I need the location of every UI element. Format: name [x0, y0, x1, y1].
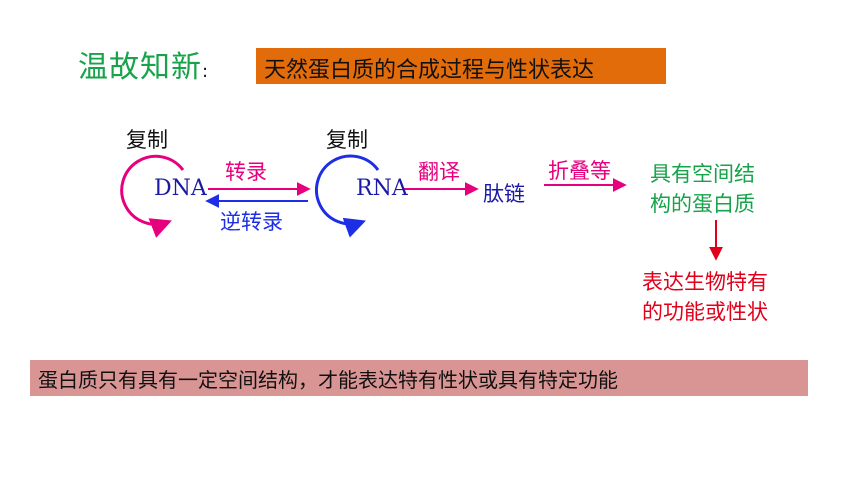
- topic-text: 天然蛋白质的合成过程与性状表达: [264, 58, 595, 83]
- topic-banner: [256, 48, 666, 84]
- rna-replication-label: 复制: [326, 128, 368, 152]
- transcription-label: 转录: [225, 160, 267, 184]
- folding-label: 折叠等: [548, 159, 611, 183]
- translation-label: 翻译: [418, 160, 460, 184]
- review-title: 温故知新:: [78, 42, 209, 86]
- review-title-colon: :: [202, 61, 210, 82]
- rna-replication-loop: [315, 154, 380, 238]
- protein-label-line2: 构的蛋白质: [650, 192, 755, 216]
- protein-label-line1: 具有空间结: [650, 162, 755, 186]
- dna-replication-loop: [120, 154, 185, 238]
- review-title-text: 温故知新: [78, 50, 202, 85]
- trait-label-line2: 的功能或性状: [642, 300, 768, 324]
- rna-label: RNA: [356, 176, 408, 201]
- dna-label: DNA: [154, 176, 207, 201]
- trait-label-line1: 表达生物特有: [642, 270, 768, 294]
- summary-text: 蛋白质只有具有一定空间结构，才能表达特有性状或具有特定功能: [38, 368, 618, 392]
- summary-banner: [30, 360, 808, 396]
- peptide-label: 肽链: [483, 182, 525, 206]
- reverse-transcription-label: 逆转录: [220, 210, 283, 234]
- dna-replication-label: 复制: [126, 128, 168, 152]
